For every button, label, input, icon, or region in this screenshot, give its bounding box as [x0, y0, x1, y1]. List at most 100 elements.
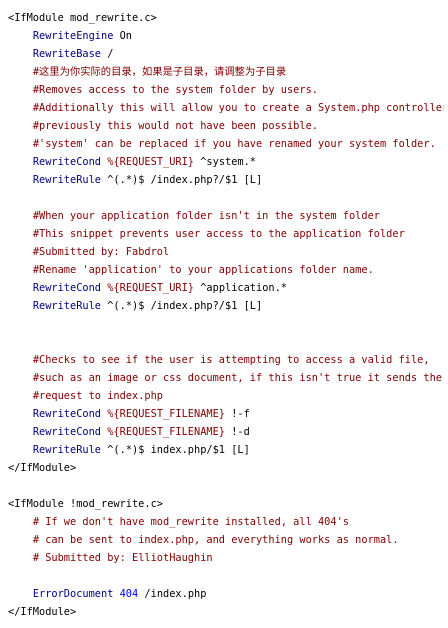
- status-code: 404: [119, 588, 139, 600]
- code-line: RewriteEngine On: [8, 27, 444, 45]
- comment-text: #request to index.php: [32, 390, 163, 402]
- code-line: #request to index.php: [8, 387, 444, 405]
- directive-keyword: ErrorDocument: [32, 588, 114, 600]
- directive-keyword: RewriteCond: [32, 426, 102, 438]
- code-line: RewriteRule ^(.*)$ index.php/$1 [L]: [8, 441, 444, 459]
- indent: [8, 552, 33, 564]
- server-variable: %{REQUEST_URI}: [107, 156, 195, 168]
- directive-keyword: RewriteRule: [32, 174, 102, 186]
- code-line: #这里为你实际的目录，如果是子目录，请调整为子目录: [8, 63, 444, 81]
- code-line: ErrorDocument 404 /index.php: [8, 585, 444, 603]
- indent: [8, 426, 33, 438]
- directive-keyword: RewriteCond: [32, 282, 102, 294]
- code-line: #Additionally this will allow you to cre…: [8, 99, 444, 117]
- code-line: </IfModule>: [8, 459, 444, 477]
- code-line: # can be sent to index.php, and everythi…: [8, 531, 444, 549]
- code-text: /: [101, 48, 114, 60]
- indent: [8, 588, 33, 600]
- server-variable: %{REQUEST_FILENAME}: [107, 426, 226, 438]
- server-variable: %{REQUEST_URI}: [107, 282, 195, 294]
- code-line: [8, 315, 444, 333]
- module-tag: </IfModule>: [8, 606, 77, 618]
- directive-keyword: RewriteRule: [32, 300, 102, 312]
- code-line: RewriteRule ^(.*)$ /index.php?/$1 [L]: [8, 171, 444, 189]
- indent: [8, 408, 33, 420]
- indent: [8, 174, 33, 186]
- comment-text: # Submitted by: ElliotHaughin: [32, 552, 213, 564]
- indent: [8, 300, 33, 312]
- code-line: #Rename 'application' to your applicatio…: [8, 261, 444, 279]
- code-line: #such as an image or css document, if th…: [8, 369, 444, 387]
- code-line: #This snippet prevents user access to th…: [8, 225, 444, 243]
- code-line: <IfModule !mod_rewrite.c>: [8, 495, 444, 513]
- comment-text: #'system' can be replaced if you have re…: [32, 138, 436, 150]
- directive-keyword: RewriteCond: [32, 408, 102, 420]
- comment-text: #Submitted by: Fabdrol: [32, 246, 170, 258]
- module-tag: </IfModule>: [8, 462, 77, 474]
- comment-text: #Checks to see if the user is attempting…: [32, 354, 430, 366]
- code-text: ^(.*)$ /index.php?/$1 [L]: [101, 300, 263, 312]
- comment-text: #Additionally this will allow you to cre…: [32, 102, 444, 114]
- code-line: [8, 567, 444, 585]
- indent: [8, 66, 33, 78]
- comment-text: #Rename 'application' to your applicatio…: [32, 264, 374, 276]
- code-text: ^(.*)$ /index.php?/$1 [L]: [101, 174, 263, 186]
- code-line: #previously this would not have been pos…: [8, 117, 444, 135]
- code-text: !-f: [225, 408, 250, 420]
- comment-text: #previously this would not have been pos…: [32, 120, 318, 132]
- code-line: RewriteCond %{REQUEST_URI} ^application.…: [8, 279, 444, 297]
- indent: [8, 120, 33, 132]
- indent: [8, 210, 33, 222]
- module-tag: <IfModule !mod_rewrite.c>: [8, 498, 163, 510]
- indent: [8, 282, 33, 294]
- comment-text: #such as an image or css document, if th…: [32, 372, 442, 384]
- code-line: [8, 333, 444, 351]
- code-text: ^system.*: [194, 156, 257, 168]
- code-line: <IfModule mod_rewrite.c>: [8, 9, 444, 27]
- comment-text: #这里为你实际的目录，如果是子目录，请调整为子目录: [32, 66, 287, 78]
- code-line: RewriteRule ^(.*)$ /index.php?/$1 [L]: [8, 297, 444, 315]
- code-text: On: [113, 30, 133, 42]
- code-line: #Submitted by: Fabdrol: [8, 243, 444, 261]
- code-line: [8, 189, 444, 207]
- code-text: /index.php: [138, 588, 207, 600]
- indent: [8, 264, 33, 276]
- code-line: RewriteBase /: [8, 45, 444, 63]
- code-text: !-d: [225, 426, 250, 438]
- indent: [8, 354, 33, 366]
- directive-keyword: RewriteEngine: [32, 30, 114, 42]
- indent: [8, 372, 33, 384]
- directive-keyword: RewriteBase: [32, 48, 102, 60]
- code-line: [8, 477, 444, 495]
- indent: [8, 390, 33, 402]
- indent: [8, 228, 33, 240]
- indent: [8, 156, 33, 168]
- directive-keyword: RewriteCond: [32, 156, 102, 168]
- comment-text: # can be sent to index.php, and everythi…: [32, 534, 399, 546]
- indent: [8, 246, 33, 258]
- indent: [8, 516, 33, 528]
- indent: [8, 534, 33, 546]
- code-line: #Checks to see if the user is attempting…: [8, 351, 444, 369]
- code-line: # Submitted by: ElliotHaughin: [8, 549, 444, 567]
- comment-text: #When your application folder isn't in t…: [32, 210, 380, 222]
- indent: [8, 138, 33, 150]
- code-line: RewriteCond %{REQUEST_FILENAME} !-f: [8, 405, 444, 423]
- directive-keyword: RewriteRule: [32, 444, 102, 456]
- code-text: ^(.*)$ index.php/$1 [L]: [101, 444, 250, 456]
- comment-text: #Removes access to the system folder by …: [32, 84, 318, 96]
- code-line: #Removes access to the system folder by …: [8, 81, 444, 99]
- code-block: <IfModule mod_rewrite.c> RewriteEngine O…: [8, 9, 444, 621]
- code-line: RewriteCond %{REQUEST_FILENAME} !-d: [8, 423, 444, 441]
- code-line: # If we don't have mod_rewrite installed…: [8, 513, 444, 531]
- indent: [8, 102, 33, 114]
- indent: [8, 444, 33, 456]
- code-text: ^application.*: [194, 282, 288, 294]
- module-tag: <IfModule mod_rewrite.c>: [8, 12, 157, 24]
- indent: [8, 48, 33, 60]
- code-line: </IfModule>: [8, 603, 444, 621]
- comment-text: #This snippet prevents user access to th…: [32, 228, 405, 240]
- indent: [8, 30, 33, 42]
- code-line: RewriteCond %{REQUEST_URI} ^system.*: [8, 153, 444, 171]
